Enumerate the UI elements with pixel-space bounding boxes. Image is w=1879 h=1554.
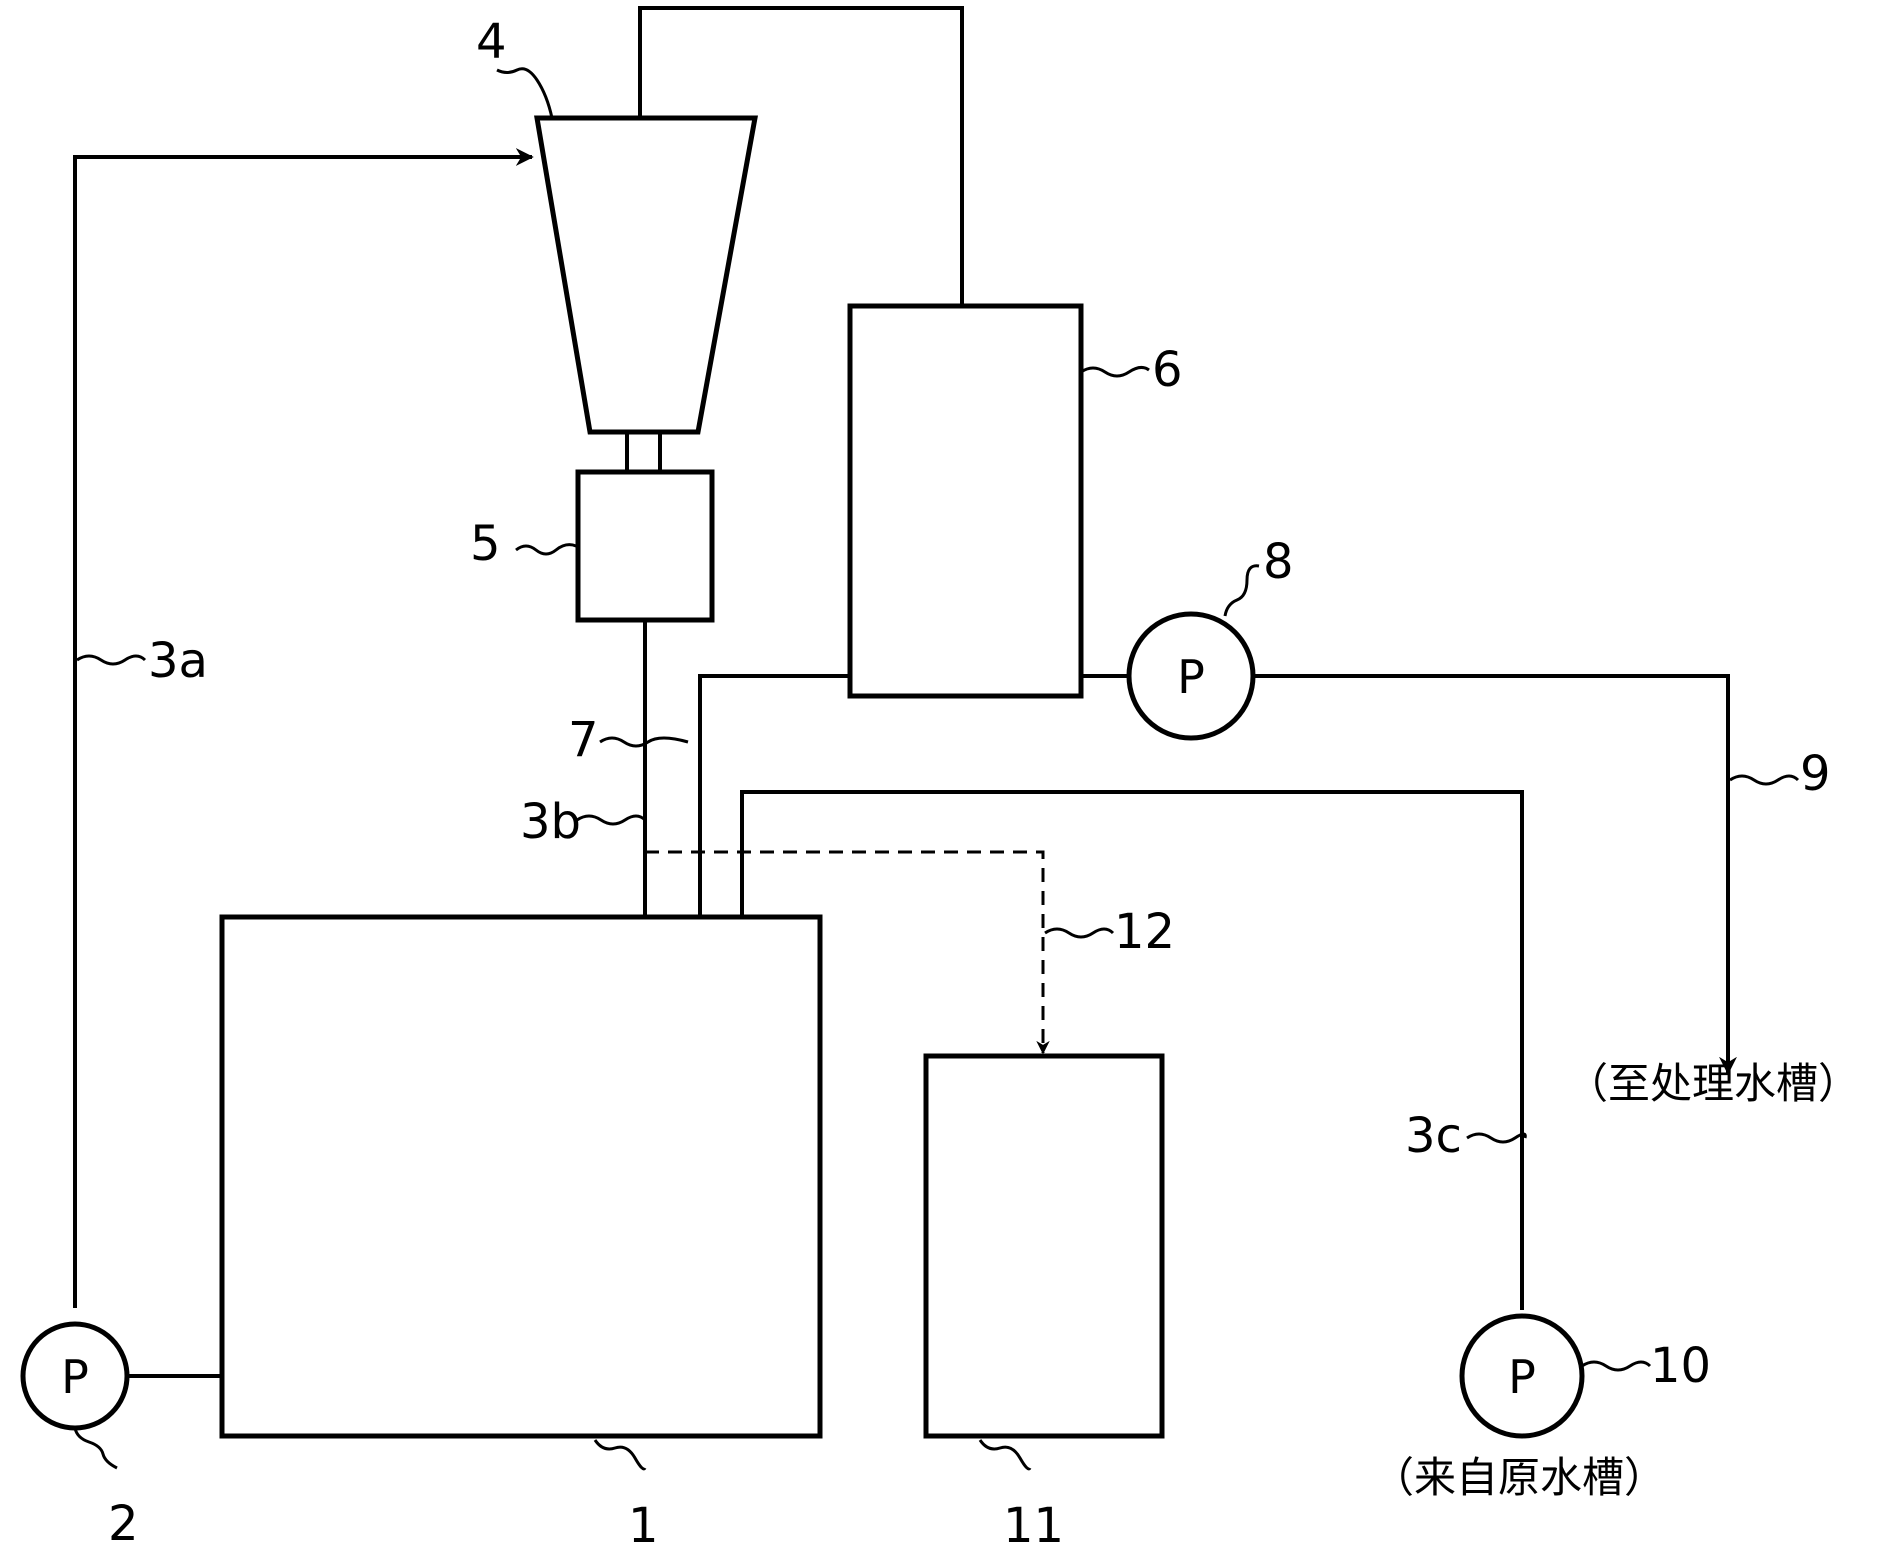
annotation-to-treatment-tank: （至处理水槽） <box>1566 1059 1860 1108</box>
label-11: 11 <box>1003 1498 1064 1554</box>
pump-10: P <box>1459 1313 1585 1439</box>
leader-3a <box>76 654 147 666</box>
leader-3b <box>576 814 647 826</box>
leader-6 <box>1080 365 1150 378</box>
tank-6 <box>847 303 1084 699</box>
pipe-3c <box>733 790 1524 1310</box>
leader-9 <box>1729 774 1800 786</box>
pipe-overflow-to-tank6 <box>638 6 971 427</box>
label-1: 1 <box>628 1498 659 1554</box>
leader-1 <box>593 1439 647 1471</box>
leader-2 <box>73 1427 118 1470</box>
label-10: 10 <box>1650 1338 1711 1394</box>
label-7: 7 <box>568 712 599 768</box>
tank-11 <box>923 1053 1165 1439</box>
unit-5 <box>575 469 715 623</box>
pipe-7 <box>691 674 850 992</box>
pipe-12 <box>645 850 1050 1055</box>
leader-3c <box>1466 1132 1527 1144</box>
pump-icon <box>1126 611 1256 741</box>
pump-8: P <box>1126 611 1256 741</box>
label-5: 5 <box>470 516 501 572</box>
label-3a: 3a <box>148 633 208 689</box>
label-4: 4 <box>476 14 507 70</box>
hydrocyclone <box>534 115 758 435</box>
leader-4 <box>496 67 554 119</box>
leader-5 <box>515 543 577 556</box>
leader-12 <box>1044 927 1115 939</box>
pump-8-symbol: P <box>1177 650 1205 704</box>
leader-11 <box>978 1439 1032 1471</box>
label-6: 6 <box>1152 342 1183 398</box>
label-9: 9 <box>1800 746 1831 802</box>
label-2: 2 <box>108 1496 139 1552</box>
pump-icon <box>1459 1313 1585 1439</box>
leader-7 <box>599 736 689 748</box>
pump-2-symbol: P <box>61 1350 89 1404</box>
leader-8 <box>1223 564 1260 617</box>
pipe-9 <box>1253 674 1737 1075</box>
pump-2: P <box>20 1321 130 1431</box>
annotation-from-raw-water-tank: （来自原水槽） <box>1372 1453 1666 1502</box>
label-8: 8 <box>1263 534 1294 590</box>
label-12: 12 <box>1114 904 1175 960</box>
raw-tank-1 <box>219 914 823 1439</box>
label-3c: 3c <box>1405 1108 1462 1164</box>
pump-10-symbol: P <box>1508 1350 1536 1404</box>
pipe-3a <box>73 148 534 1308</box>
leader-10 <box>1581 1360 1652 1372</box>
label-3b: 3b <box>520 794 581 850</box>
